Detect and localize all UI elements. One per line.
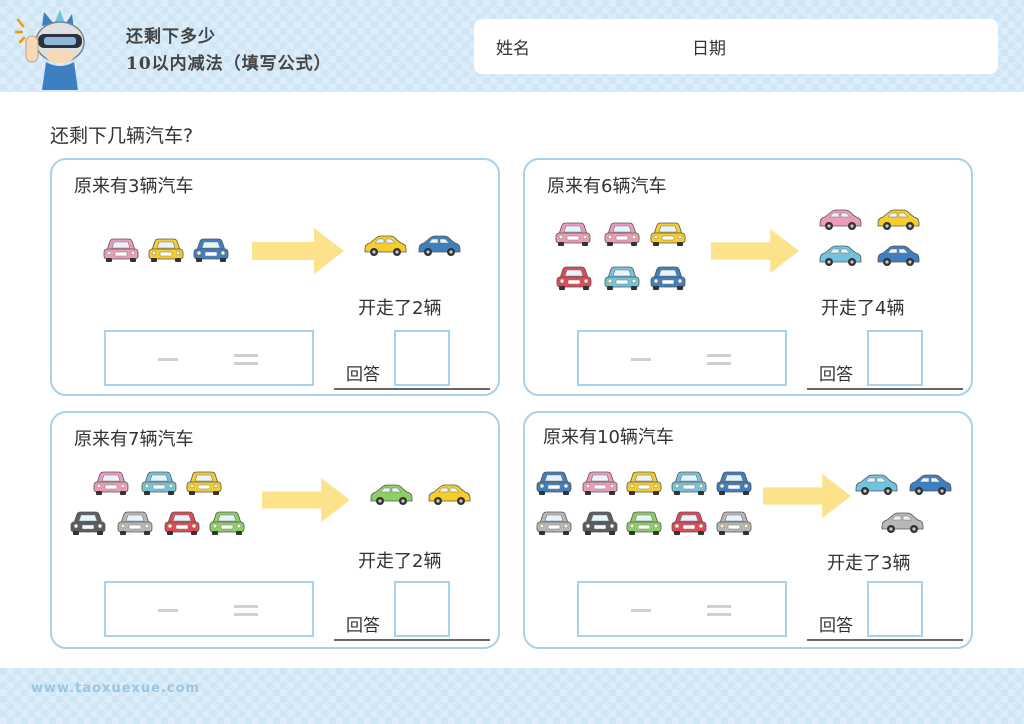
problem-panel-1: 原来有3辆汽车 开走了2辆 回答 [50, 158, 500, 396]
car-icon [535, 509, 573, 536]
equals-sign [234, 354, 258, 365]
car-icon [581, 469, 619, 496]
car-icon [715, 469, 753, 496]
car-icon [185, 469, 223, 496]
car-icon [163, 509, 201, 536]
problem-panel-4: 原来有10辆汽车 开走了3辆 回答 [523, 411, 973, 649]
car-icon [69, 509, 107, 536]
car-icon [208, 509, 246, 536]
car-icon [116, 509, 154, 536]
minus-sign [631, 358, 651, 361]
car-icon [715, 509, 753, 536]
minus-sign [631, 609, 651, 612]
answer-box[interactable] [394, 330, 450, 386]
car-icon [853, 473, 899, 497]
answer-box[interactable] [867, 581, 923, 637]
car-icon [670, 469, 708, 496]
car-icon [535, 469, 573, 496]
answer-box[interactable] [867, 330, 923, 386]
problem-panel-2: 原来有6辆汽车 开走了4辆 回答 [523, 158, 973, 396]
drove-away-text: 开走了3辆 [827, 553, 911, 574]
car-icon [554, 220, 592, 247]
minus-sign [158, 609, 178, 612]
car-icon [817, 244, 863, 268]
formula-box[interactable] [577, 330, 787, 386]
footer-url: www.taoxuexue.com [31, 681, 201, 696]
panel-title: 原来有7辆汽车 [74, 429, 194, 450]
minus-sign [158, 358, 178, 361]
arrow-icon [763, 474, 851, 518]
answer-label: 回答 [819, 616, 853, 636]
formula-box[interactable] [577, 581, 787, 637]
arrow-icon [711, 229, 799, 273]
answer-box[interactable] [394, 581, 450, 637]
drove-away-text: 开走了4辆 [821, 298, 905, 319]
panel-title: 原来有6辆汽车 [547, 176, 667, 197]
car-icon [603, 264, 641, 291]
car-icon [670, 509, 708, 536]
drove-away-text: 开走了2辆 [358, 551, 442, 572]
answer-underline [807, 388, 963, 390]
answer-underline [807, 639, 963, 641]
answer-underline [334, 388, 490, 390]
worksheet-subtitle: 10以内减法（填写公式） [126, 54, 332, 74]
car-icon [140, 469, 178, 496]
car-icon [603, 220, 641, 247]
panel-title: 原来有10辆汽车 [543, 427, 674, 448]
formula-box[interactable] [104, 330, 314, 386]
car-icon [907, 473, 953, 497]
car-icon [416, 234, 462, 258]
car-icon [581, 509, 619, 536]
equals-sign [707, 605, 731, 616]
name-date-box: 姓名 日期 [474, 19, 998, 74]
name-label: 姓名 [496, 39, 530, 59]
car-icon [426, 483, 472, 507]
car-icon [92, 469, 130, 496]
equals-sign [707, 354, 731, 365]
answer-label: 回答 [346, 616, 380, 636]
problem-panel-3: 原来有7辆汽车 开走了2辆 回答 [50, 411, 500, 649]
question-text: 还剩下几辆汽车? [50, 125, 194, 147]
worksheet-title: 还剩下多少 [126, 27, 216, 47]
car-icon [147, 236, 185, 263]
car-icon [649, 264, 687, 291]
car-icon [625, 509, 663, 536]
arrow-icon [262, 478, 350, 522]
answer-underline [334, 639, 490, 641]
car-icon [362, 234, 408, 258]
mascot-icon [14, 10, 85, 90]
answer-label: 回答 [346, 365, 380, 385]
car-icon [817, 208, 863, 232]
footer-band [0, 668, 1024, 724]
car-icon [879, 511, 925, 535]
answer-label: 回答 [819, 365, 853, 385]
drove-away-text: 开走了2辆 [358, 298, 442, 319]
car-icon [875, 208, 921, 232]
car-icon [649, 220, 687, 247]
car-icon [625, 469, 663, 496]
car-icon [192, 236, 230, 263]
car-icon [875, 244, 921, 268]
car-icon [555, 264, 593, 291]
formula-box[interactable] [104, 581, 314, 637]
car-icon [368, 483, 414, 507]
date-label: 日期 [692, 39, 726, 59]
car-icon [102, 236, 140, 263]
panel-title: 原来有3辆汽车 [74, 176, 194, 197]
equals-sign [234, 605, 258, 616]
arrow-icon [252, 228, 344, 274]
